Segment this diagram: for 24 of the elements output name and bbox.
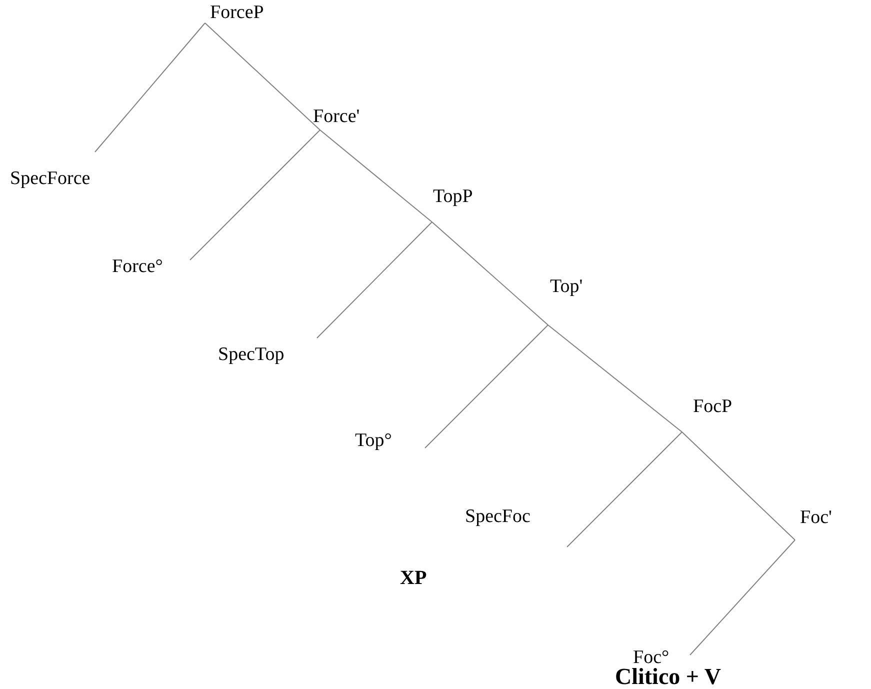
tree-branch-line — [424, 324, 548, 448]
tree-node-label: Force' — [313, 106, 360, 134]
tree-node-label: SpecTop — [218, 334, 321, 367]
tree-node-label: Force° — [112, 256, 194, 279]
tree-node-label: FocP — [678, 396, 732, 436]
tree-node-label: TopP — [428, 186, 473, 226]
tree-branch-line — [204, 22, 320, 130]
tree-branch-line — [682, 432, 796, 540]
tree-node-label: SpecFoc — [465, 506, 571, 551]
tree-leaf-label: XP — [400, 566, 427, 590]
tree-branch-line — [316, 222, 432, 338]
tree-node-label: SpecForce — [10, 148, 99, 191]
tree-node-label: Top' — [544, 276, 583, 329]
tree-branch-line — [548, 324, 682, 432]
tree-node-label: ForceP — [201, 2, 264, 27]
tree-branch-line — [94, 22, 206, 152]
tree-node-label: Foc' — [791, 507, 832, 544]
tree-branch-line — [190, 130, 320, 260]
tree-branch-line — [566, 432, 682, 548]
tree-branch-line — [690, 540, 796, 656]
tree-branch-line — [432, 222, 548, 326]
tree-node-label: Top° — [355, 430, 429, 453]
tree-branch-line — [320, 130, 432, 222]
tree-leaf-label: Clitico + V — [615, 664, 721, 689]
